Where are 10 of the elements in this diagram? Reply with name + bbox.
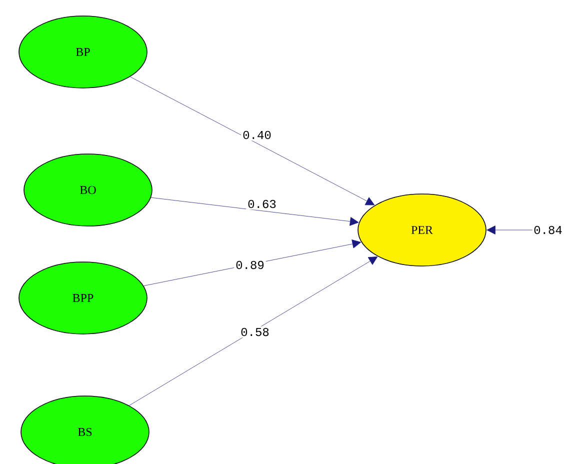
edge-label: 0.89 [234,259,266,271]
edge-label: 0.58 [239,326,271,338]
arrow [128,256,378,406]
arrow [130,76,375,206]
arrow [150,197,359,226]
arrow [144,240,362,286]
arrow [486,226,533,234]
edge-label: 0.40 [241,129,273,141]
edge-label: 0.63 [246,198,278,210]
error-value: 0.84 [534,226,562,234]
